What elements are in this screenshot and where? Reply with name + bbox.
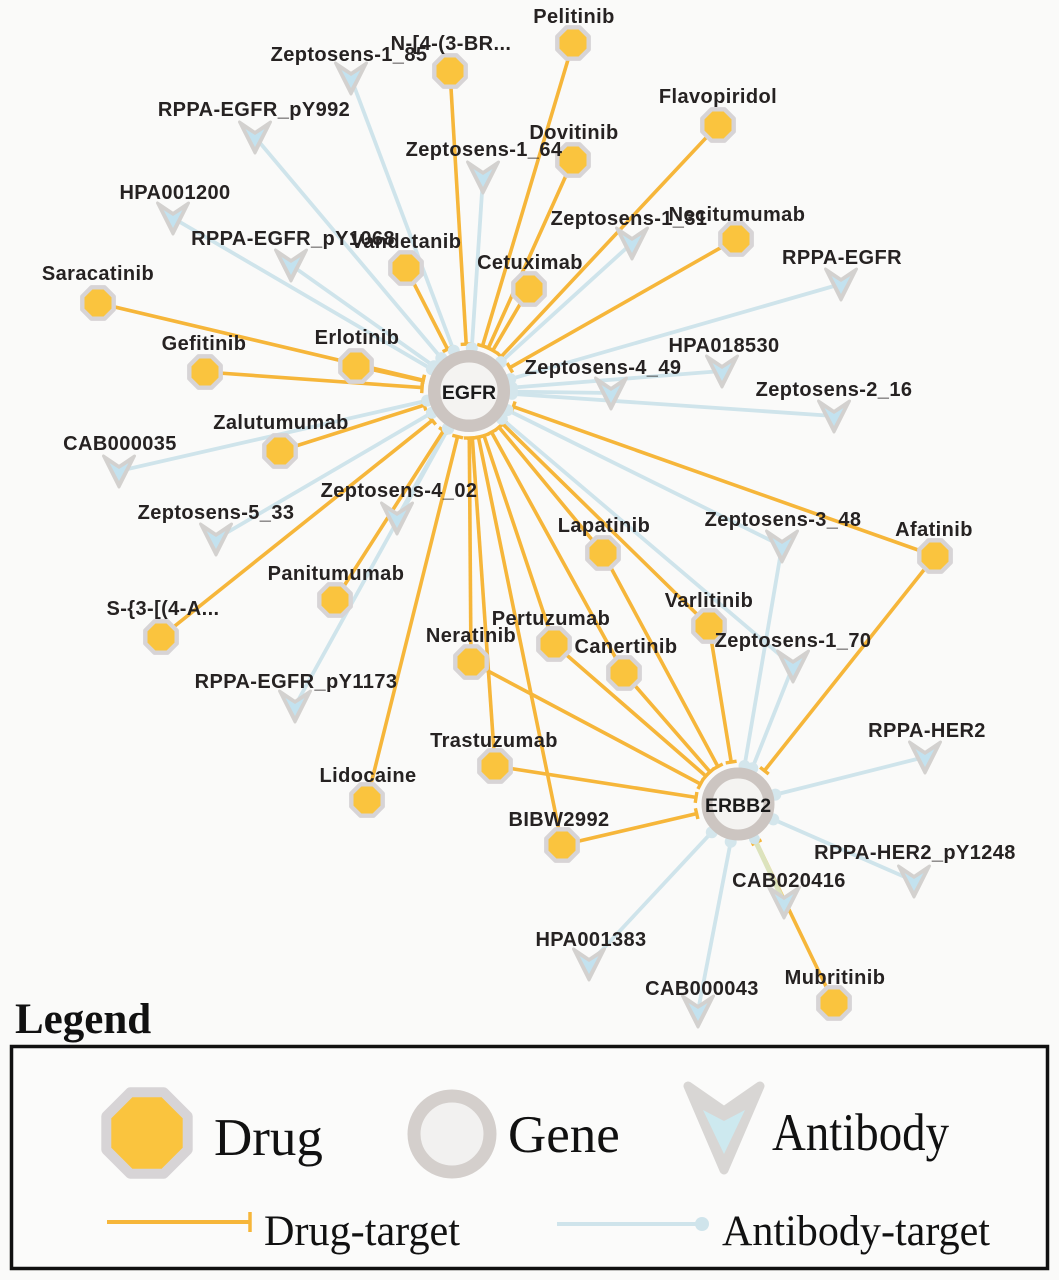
svg-text:RPPA-EGFR: RPPA-EGFR <box>782 247 902 269</box>
svg-text:HPA001200: HPA001200 <box>119 182 230 204</box>
svg-text:Erlotinib: Erlotinib <box>315 327 400 349</box>
svg-text:Pertuzumab: Pertuzumab <box>492 608 610 630</box>
svg-text:EGFR: EGFR <box>442 382 496 404</box>
svg-text:Mubritinib: Mubritinib <box>785 967 886 989</box>
svg-text:Panitumumab: Panitumumab <box>268 563 405 585</box>
svg-text:Necitumumab: Necitumumab <box>669 204 806 226</box>
svg-text:Zeptosens-1_70: Zeptosens-1_70 <box>715 630 872 652</box>
svg-text:Trastuzumab: Trastuzumab <box>430 730 558 752</box>
svg-text:Zeptosens-4_49: Zeptosens-4_49 <box>525 357 682 379</box>
svg-text:N-[4-(3-BR...: N-[4-(3-BR... <box>391 33 512 55</box>
svg-text:Neratinib: Neratinib <box>426 625 516 647</box>
svg-text:Legend: Legend <box>15 996 151 1043</box>
svg-text:BIBW2992: BIBW2992 <box>508 809 609 831</box>
svg-text:Drug: Drug <box>214 1109 323 1167</box>
svg-text:RPPA-EGFR_pY992: RPPA-EGFR_pY992 <box>158 99 350 121</box>
svg-text:ERBB2: ERBB2 <box>705 795 771 817</box>
svg-text:CAB000035: CAB000035 <box>63 433 177 455</box>
svg-text:Dovitinib: Dovitinib <box>529 122 618 144</box>
svg-text:RPPA-HER2: RPPA-HER2 <box>868 720 986 742</box>
svg-text:Gefitinib: Gefitinib <box>162 333 247 355</box>
svg-text:RPPA-HER2_pY1248: RPPA-HER2_pY1248 <box>814 842 1016 864</box>
svg-text:Drug-target: Drug-target <box>264 1208 460 1255</box>
svg-text:Lapatinib: Lapatinib <box>558 515 651 537</box>
svg-text:Vandetanib: Vandetanib <box>351 231 462 253</box>
svg-text:Canertinib: Canertinib <box>575 636 678 658</box>
svg-text:HPA018530: HPA018530 <box>668 335 779 357</box>
svg-text:Flavopiridol: Flavopiridol <box>659 86 777 108</box>
svg-text:Antibody-target: Antibody-target <box>722 1208 990 1255</box>
svg-text:Zeptosens-4_02: Zeptosens-4_02 <box>321 480 478 502</box>
svg-text:Cetuximab: Cetuximab <box>477 252 583 274</box>
svg-text:Zeptosens-1_85: Zeptosens-1_85 <box>271 44 428 66</box>
svg-text:Zeptosens-1_31: Zeptosens-1_31 <box>551 208 708 230</box>
svg-text:S-{3-[(4-A...: S-{3-[(4-A... <box>107 598 220 620</box>
svg-text:Pelitinib: Pelitinib <box>533 6 614 28</box>
svg-text:Saracatinib: Saracatinib <box>42 263 154 285</box>
svg-text:RPPA-EGFR_pY1173: RPPA-EGFR_pY1173 <box>195 671 398 693</box>
svg-text:Zalutumumab: Zalutumumab <box>213 412 349 434</box>
svg-text:HPA001383: HPA001383 <box>535 929 646 951</box>
svg-text:CAB000043: CAB000043 <box>645 978 759 1000</box>
svg-text:Zeptosens-2_16: Zeptosens-2_16 <box>756 379 913 401</box>
svg-text:Zeptosens-1_64: Zeptosens-1_64 <box>406 139 563 161</box>
svg-text:RPPA-EGFR_pY1068: RPPA-EGFR_pY1068 <box>191 228 395 250</box>
svg-text:Afatinib: Afatinib <box>895 519 973 541</box>
svg-text:Lidocaine: Lidocaine <box>320 765 417 787</box>
svg-text:Varlitinib: Varlitinib <box>665 590 753 612</box>
svg-text:Zeptosens-5_33: Zeptosens-5_33 <box>138 502 295 524</box>
svg-text:Zeptosens-3_48: Zeptosens-3_48 <box>705 509 862 531</box>
svg-text:Gene: Gene <box>508 1106 620 1164</box>
svg-text:CAB020416: CAB020416 <box>732 870 846 892</box>
svg-text:Antibody: Antibody <box>772 1104 949 1162</box>
